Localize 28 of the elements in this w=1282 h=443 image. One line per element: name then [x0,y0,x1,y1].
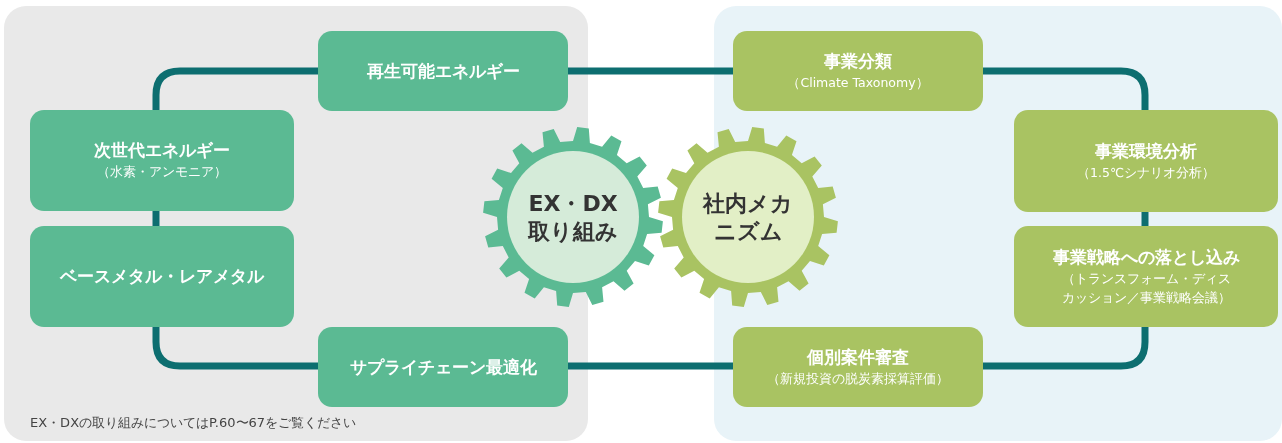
box-subtitle: （水素・アンモニア） [97,163,227,182]
box-title: 事業環境分析 [1095,139,1197,163]
process-box [733,327,983,407]
process-box [30,226,294,327]
box-title: 再生可能エネルギー [366,59,520,83]
footnote: EX・DXの取り組みについてはP.60〜67をご覧ください [30,414,357,432]
box-title: 事業戦略への落とし込み [1052,245,1240,269]
process-box [1014,110,1278,212]
box-subtitle: （Climate Taxonomy） [787,73,929,92]
box-subtitle: （新規投資の脱炭素採算評価） [767,369,949,388]
process-box [318,31,568,111]
connector-line [1141,212,1149,226]
process-box [1014,226,1278,327]
box-subtitle: （1.5℃シナリオ分析） [1077,163,1215,182]
box-subtitle: （トランスフォーム・ディスカッション／事業戦略会議） [1060,269,1232,307]
box-title: 個別案件審査 [807,345,909,369]
connector-line [568,67,733,75]
process-box [318,327,568,407]
process-box [733,31,983,111]
connector-line [152,211,160,226]
box-title: ベースメタル・レアメタル [60,265,264,288]
process-box [30,110,294,211]
connector-line [568,362,733,370]
box-title: サプライチェーン最適化 [349,355,537,379]
box-title: 事業分類 [824,49,892,73]
box-title: 次世代エネルギー [94,139,230,163]
gear-label: EX・DX取り組み [527,189,619,245]
gear-label: 社内メカニズム [701,189,794,245]
